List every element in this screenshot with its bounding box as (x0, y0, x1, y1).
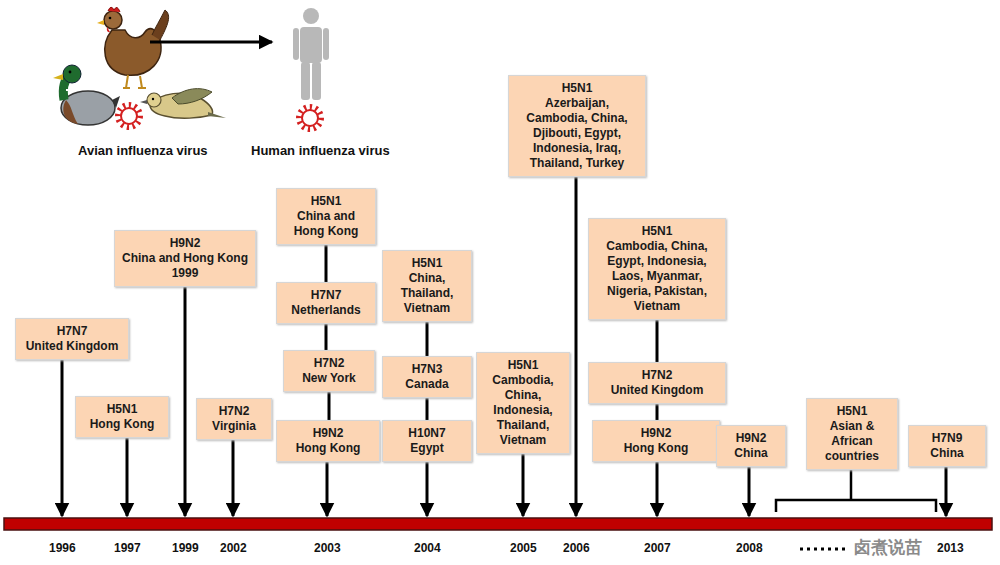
year-label: 2005 (508, 541, 539, 555)
virus-subtype: H5N1 (388, 256, 466, 271)
event-box: H5N1Cambodia, China, Indonesia, Thailand… (476, 352, 570, 454)
virus-subtype: H10N7 (388, 426, 466, 441)
year-arrows (62, 177, 946, 516)
event-box: H10N7Egypt (382, 420, 472, 462)
transmission-arrow (150, 41, 272, 44)
event-box: H5N1Hong Kong (75, 396, 169, 438)
event-box: H9N2China and Hong Kong 1999 (114, 230, 256, 287)
caption-label: Human influenza virus (249, 143, 392, 158)
span-bracket (776, 470, 936, 512)
year-label: 2003 (312, 541, 343, 555)
year-label: 2006 (561, 541, 592, 555)
virus-subtype: H5N1 (81, 402, 163, 417)
event-box: H9N2China (716, 425, 786, 467)
stack-connector (325, 324, 328, 350)
virus-subtype: H9N2 (282, 426, 374, 441)
country-list: Hong Kong (81, 417, 163, 432)
event-box: H9N2Hong Kong (276, 420, 380, 462)
year-label: 2004 (412, 541, 443, 555)
event-box: H5N1Asian & African countries (806, 398, 898, 470)
event-box: H7N2Virginia (196, 398, 272, 440)
virus-subtype: H9N2 (722, 431, 780, 446)
virus-subtype: H7N2 (594, 368, 720, 383)
virus-subtype: H9N2 (598, 426, 714, 441)
event-box: H5N1Azerbaijan, Cambodia, China, Djibout… (508, 75, 646, 177)
country-list: China (722, 446, 780, 461)
event-box: H7N2United Kingdom (588, 362, 726, 404)
virus-subtype: H5N1 (514, 81, 640, 96)
virus-subtype: H9N2 (120, 236, 250, 251)
country-list: Canada (388, 377, 466, 392)
country-list: Azerbaijan, Cambodia, China, Djibouti, E… (514, 96, 640, 171)
stack-connector (426, 398, 429, 420)
person-icon (293, 8, 329, 100)
event-box: H5N1China, Thailand, Vietnam (382, 250, 472, 322)
event-box: H7N2New York (283, 350, 375, 392)
stack-connector (325, 245, 328, 282)
stack-connector (656, 320, 659, 362)
virus-subtype: H5N1 (812, 404, 892, 419)
event-box: H5N1China and Hong Kong (276, 188, 376, 245)
country-list: China, Thailand, Vietnam (388, 271, 466, 316)
country-list: Egypt (388, 441, 466, 456)
dotted-gap (800, 548, 848, 551)
year-label: 2007 (642, 541, 673, 555)
country-list: New York (289, 371, 369, 386)
year-label: 1997 (112, 541, 143, 555)
stack-connector (328, 392, 331, 420)
virus-subtype: H7N3 (388, 362, 466, 377)
event-box: H7N9China (908, 425, 986, 467)
duck (53, 65, 120, 125)
country-list: Cambodia, China, Egypt, Indonesia, Laos,… (594, 239, 720, 314)
country-list: Hong Kong (282, 441, 374, 456)
country-list: Hong Kong (598, 441, 714, 456)
country-list: Netherlands (282, 303, 370, 318)
virus-subtype: H7N2 (289, 356, 369, 371)
country-list: United Kingdom (594, 383, 720, 398)
year-label: 2002 (218, 541, 249, 555)
country-list: China (914, 446, 980, 461)
virus-icon (299, 107, 321, 129)
virus-subtype: H7N9 (914, 431, 980, 446)
watermark: 卤煮说苗 (852, 536, 924, 559)
virus-icon (118, 105, 140, 127)
year-label: 1999 (170, 541, 201, 555)
event-box: H7N7United Kingdom (15, 318, 129, 360)
event-box: H5N1Cambodia, China, Egypt, Indonesia, L… (588, 218, 726, 320)
country-list: China and Hong Kong 1999 (120, 251, 250, 281)
year-label: 2013 (935, 541, 966, 555)
country-list: China and Hong Kong (282, 209, 370, 239)
caption-label: Avian influenza virus (76, 143, 210, 158)
event-box: H7N7Netherlands (276, 282, 376, 324)
virus-subtype: H7N2 (202, 404, 266, 419)
stack-connector (656, 404, 659, 420)
country-list: Virginia (202, 419, 266, 434)
country-list: United Kingdom (21, 339, 123, 354)
virus-subtype: H7N7 (282, 288, 370, 303)
wild-bird (140, 89, 226, 119)
country-list: Asian & African countries (812, 419, 892, 464)
year-label: 1996 (47, 541, 78, 555)
virus-subtype: H5N1 (482, 358, 564, 373)
country-list: Cambodia, China, Indonesia, Thailand, Vi… (482, 373, 564, 448)
timeline-bar (4, 518, 992, 530)
year-label: 2008 (734, 541, 765, 555)
stack-connector (426, 322, 429, 356)
virus-subtype: H5N1 (282, 194, 370, 209)
virus-subtype: H7N7 (21, 324, 123, 339)
chicken (97, 7, 169, 88)
event-box: H7N3Canada (382, 356, 472, 398)
event-box: H9N2Hong Kong (592, 420, 720, 462)
virus-subtype: H5N1 (594, 224, 720, 239)
